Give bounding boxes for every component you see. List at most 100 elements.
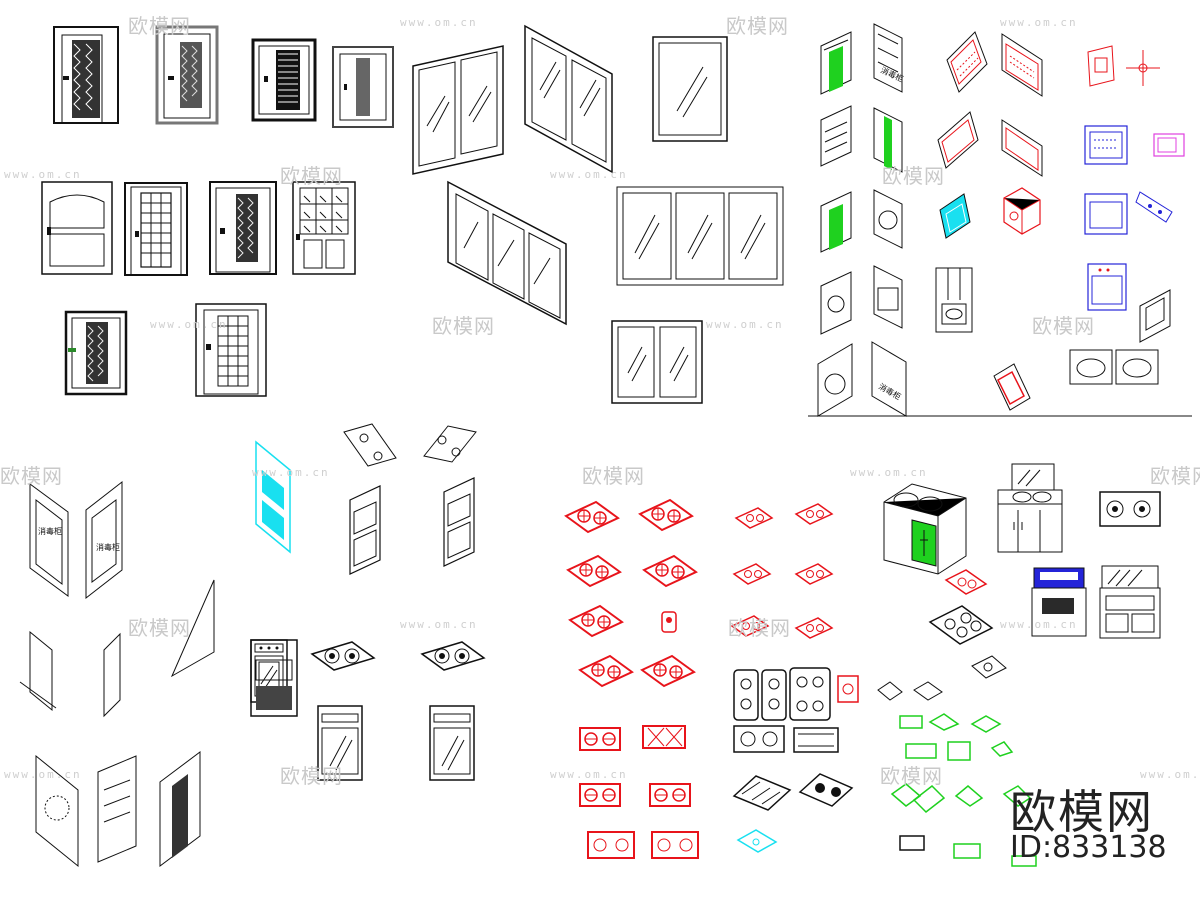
- door-icon: [64, 310, 128, 396]
- oven-icon: [317, 705, 363, 781]
- oven-icon: [159, 751, 201, 867]
- range-hood-icon: [935, 267, 973, 333]
- gas-stove-icon: [735, 507, 773, 529]
- gas-stove-icon: [569, 605, 623, 637]
- appliance-label: 消毒柜: [879, 65, 905, 84]
- brand-watermark-large: 欧模网: [1010, 785, 1154, 839]
- oven-icon: [873, 189, 903, 249]
- door-icon: [332, 46, 394, 128]
- oven-icon: [820, 31, 852, 95]
- range-hood-icon: [170, 579, 215, 678]
- cabinet-icon: [997, 463, 1063, 553]
- oven-icon: [1139, 289, 1171, 343]
- oven-icon: [97, 755, 137, 863]
- oven-icon: [820, 271, 852, 335]
- oven-icon: [937, 111, 979, 169]
- range-hood-icon: [103, 632, 121, 718]
- door-icon: [53, 26, 119, 124]
- window-icon: [524, 24, 613, 174]
- gas-stove-icon: [579, 727, 621, 751]
- gas-stove-icon: [639, 499, 693, 531]
- appliance-label: 消毒柜: [38, 526, 62, 536]
- gas-stove-icon: [733, 563, 771, 585]
- disinfection-cabinet-icon: 消毒柜: [85, 480, 123, 600]
- oven-icon: [349, 485, 381, 575]
- gas-stove-icon: [565, 501, 619, 533]
- oven-icon: [1084, 125, 1128, 165]
- cabinet-icon: [890, 713, 1037, 867]
- gas-stove-icon: [733, 725, 839, 753]
- oven-icon: [1084, 193, 1128, 235]
- model-id-label: ID:833138: [1010, 830, 1167, 865]
- oven-icon: [35, 754, 79, 868]
- window-icon: [611, 320, 703, 404]
- oven-icon: [820, 191, 852, 253]
- gas-stove-icon: [736, 829, 778, 853]
- oven-icon: [250, 639, 298, 717]
- gas-stove-icon: [579, 783, 621, 807]
- appliance-label: 消毒柜: [96, 542, 120, 552]
- gas-stove-icon: [567, 555, 621, 587]
- gas-stove-icon: [877, 681, 943, 701]
- oven-icon: [255, 440, 291, 554]
- oven-icon: [817, 343, 853, 417]
- microwave-icon: [1087, 45, 1160, 87]
- door-icon: [41, 181, 113, 275]
- range-hood-icon: [19, 630, 57, 712]
- gas-stove-icon: [731, 615, 769, 637]
- oven-icon: [873, 107, 903, 173]
- oven-icon: [1135, 191, 1173, 223]
- gas-stove-icon: [795, 503, 833, 525]
- gas-stove-icon: [661, 611, 677, 633]
- gas-stove-icon: [1099, 491, 1161, 527]
- gas-stove-icon: [343, 423, 397, 467]
- oven-icon: [873, 265, 903, 329]
- window-icon: [652, 36, 728, 142]
- gas-stove-icon: [311, 641, 375, 671]
- door-icon: [195, 303, 267, 397]
- gas-stove-icon: [587, 831, 635, 859]
- window-icon: [616, 186, 784, 286]
- window-icon: [412, 45, 504, 175]
- oven-icon: [946, 31, 988, 93]
- microwave-icon: [1003, 187, 1041, 235]
- gas-stove-icon: [643, 555, 697, 587]
- oven-icon: [429, 705, 475, 781]
- oven-icon: 消毒柜: [871, 341, 907, 417]
- cabinet-icon: [1099, 565, 1161, 639]
- gas-stove-icon: [641, 655, 695, 687]
- gas-stove-icon: [733, 667, 859, 721]
- sink-icon: [883, 483, 967, 575]
- gas-stove-icon: [732, 773, 854, 811]
- gas-stove-icon: [795, 563, 833, 585]
- oven-icon: [820, 105, 852, 167]
- gas-stove-icon: [579, 655, 633, 687]
- door-icon: [155, 25, 219, 125]
- window-icon: [447, 180, 567, 326]
- disinfection-cabinet-icon: 消毒柜: [29, 483, 69, 597]
- appliance-label: 消毒柜: [877, 381, 903, 402]
- gas-stove-icon: [642, 725, 686, 749]
- door-icon: [292, 181, 356, 275]
- microwave-icon: [1153, 133, 1185, 157]
- gas-stove-icon: [928, 605, 994, 645]
- gas-stove-icon: [795, 617, 833, 639]
- oven-icon: [443, 477, 475, 567]
- door-icon: [251, 38, 317, 122]
- oven-icon: 消毒柜: [873, 23, 905, 93]
- gas-stove-icon: [649, 783, 691, 807]
- oven-icon: [1069, 349, 1159, 385]
- gas-stove-icon: [944, 569, 988, 595]
- oven-icon: [993, 363, 1031, 411]
- gas-stove-icon: [421, 641, 485, 671]
- gas-stove-icon: [651, 831, 699, 859]
- oven-icon: [1001, 119, 1043, 177]
- door-icon: [124, 182, 188, 276]
- oven-icon: [1001, 33, 1043, 97]
- gas-stove-icon: [423, 425, 477, 463]
- range-hood-icon: [1031, 567, 1087, 637]
- oven-icon: [1087, 263, 1127, 311]
- door-icon: [209, 181, 277, 275]
